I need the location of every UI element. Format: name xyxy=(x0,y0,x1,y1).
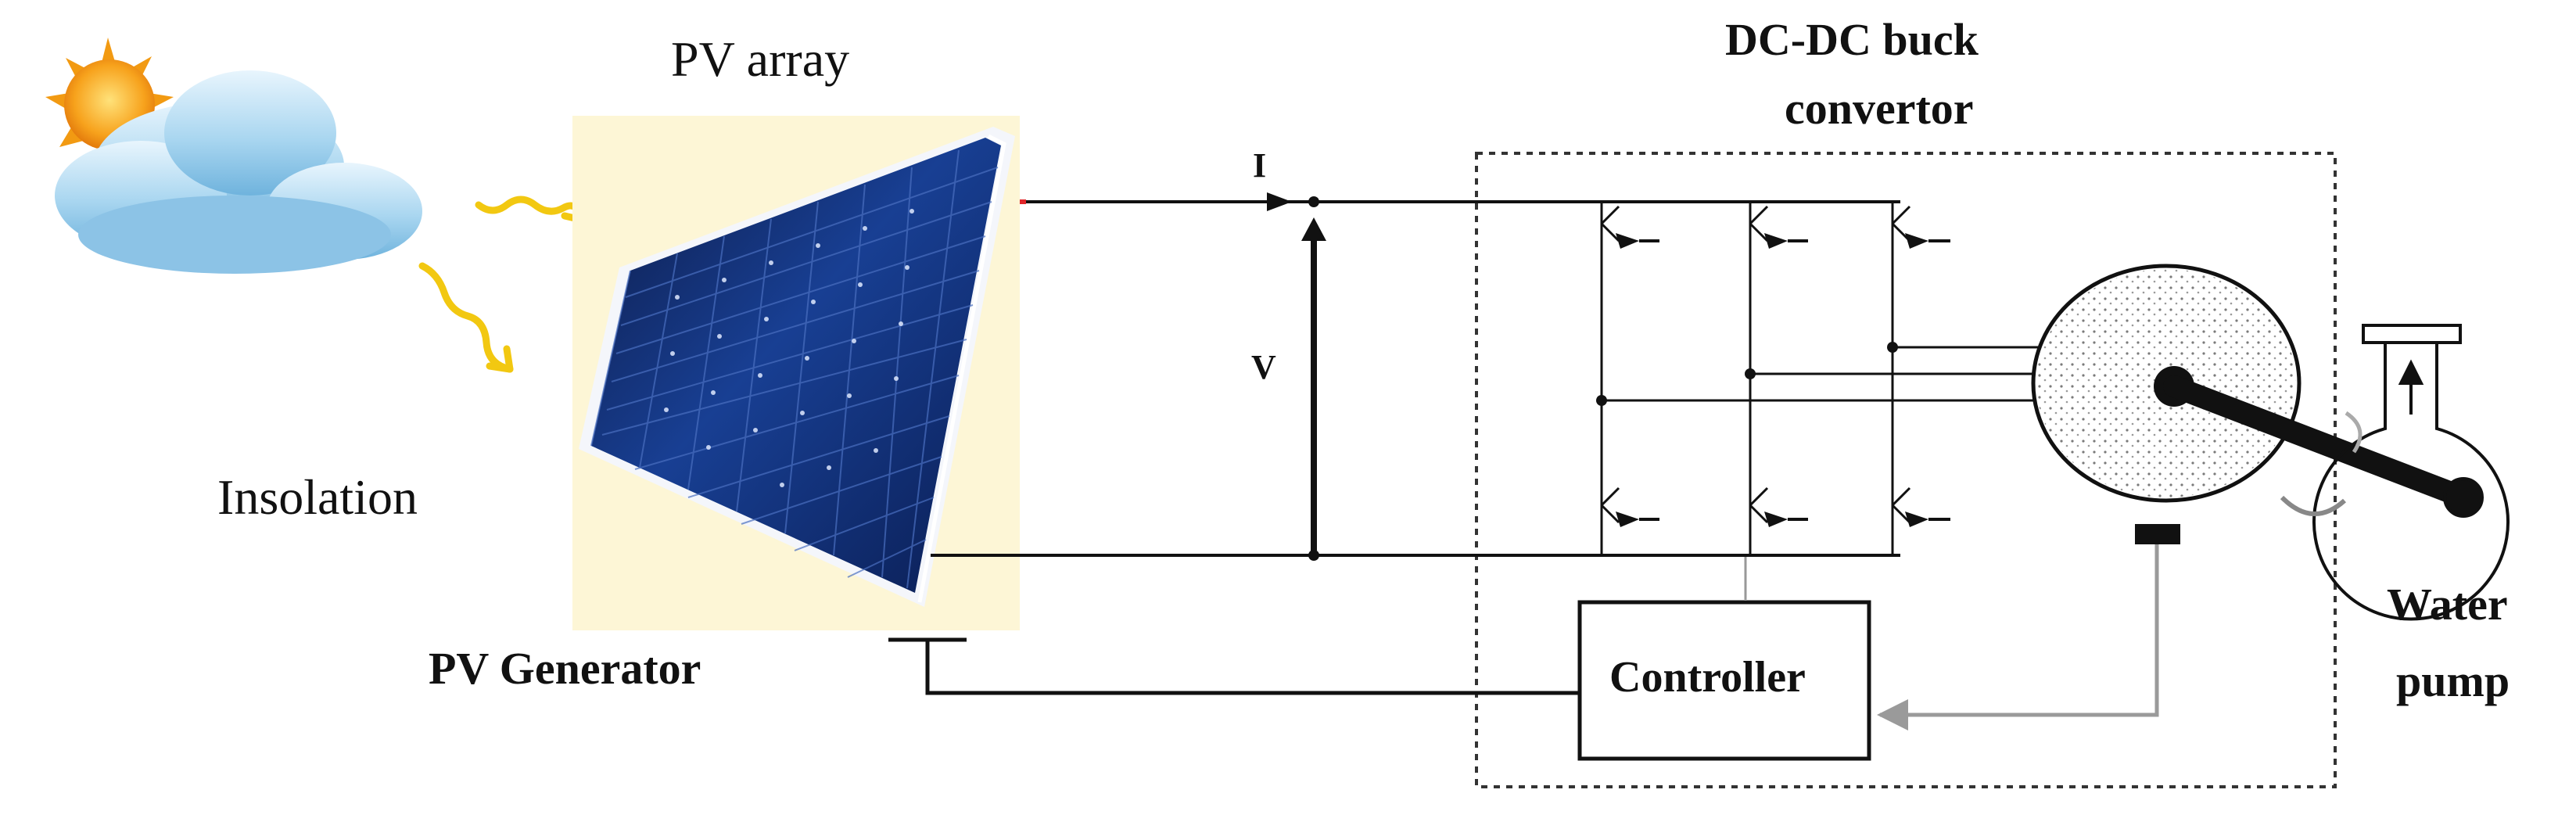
junction-bottom xyxy=(1308,550,1319,561)
switch-icon xyxy=(1600,205,1911,524)
motor-icon xyxy=(2031,264,2474,508)
sensor-icon xyxy=(2135,524,2180,544)
phase-junctions xyxy=(1596,342,1898,406)
dcdc-title-line2: convertor xyxy=(1785,83,1974,134)
pv-control-wire xyxy=(888,637,1580,695)
gate-arrows xyxy=(1616,233,1950,527)
solar-panel-icon xyxy=(572,116,1020,630)
voltage-label: V xyxy=(1251,348,1276,386)
water-pump-label-line2: pump xyxy=(2396,655,2510,706)
dc-bus-wires xyxy=(931,199,1900,557)
sensor-feedback-wire xyxy=(1877,544,2159,730)
dcdc-title-line1: DC-DC buck xyxy=(1725,14,1979,65)
converter-boundary xyxy=(1475,152,2337,788)
insolation-label: Insolation xyxy=(217,469,418,525)
water-pump-icon xyxy=(2280,324,2510,621)
phase-wires xyxy=(1602,346,2044,402)
pv-array-label: PV array xyxy=(671,31,850,87)
cloud-icon xyxy=(55,70,422,274)
switch-legs xyxy=(1600,202,1894,555)
controller-label: Controller xyxy=(1609,653,1806,702)
junction-top xyxy=(1308,196,1319,207)
controller-box xyxy=(1577,600,1871,761)
current-label: I xyxy=(1253,146,1267,185)
voltage-arrowhead xyxy=(1301,217,1326,241)
current-arrow xyxy=(1267,192,1292,211)
pv-generator-label: PV Generator xyxy=(429,643,701,694)
water-pump-label-line1: Water xyxy=(2387,579,2508,630)
sun-ray-icon xyxy=(418,196,589,373)
